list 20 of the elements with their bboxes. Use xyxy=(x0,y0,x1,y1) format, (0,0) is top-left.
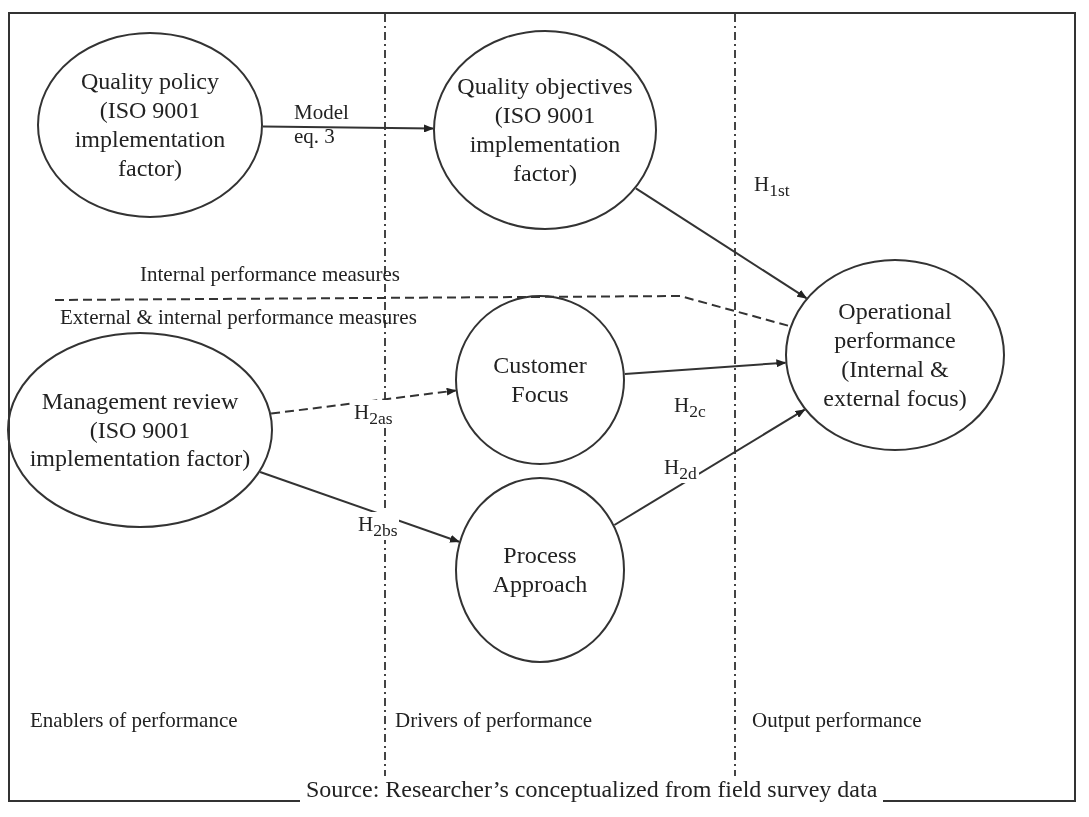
source-caption: Source: Researcher’s conceptualized from field survey data xyxy=(300,776,884,803)
arrow xyxy=(270,387,457,415)
arrow xyxy=(259,471,460,543)
section-label: Drivers of performance xyxy=(395,708,593,733)
ellipse-node: Operational performance (Internal & external focus) xyxy=(785,259,1005,451)
arrow xyxy=(613,408,806,526)
arrow xyxy=(634,187,808,300)
edge-label: H$_{2bs}$ xyxy=(356,512,400,541)
ellipse-node: Customer Focus xyxy=(455,295,625,465)
ellipse-node: Management review (ISO 9001 implementation factor) xyxy=(7,332,273,528)
arrow xyxy=(262,124,434,133)
section-label: Output performance xyxy=(752,708,922,733)
ellipse-node: Quality policy (ISO 9001 implementation factor) xyxy=(37,32,263,218)
ellipse-node: Quality objectives (ISO 9001 implementation factor) xyxy=(433,30,657,230)
ellipse-node: Process Approach xyxy=(455,477,625,663)
arrow xyxy=(623,359,787,375)
section-label: Enablers of performance xyxy=(30,708,238,733)
section-label: Internal performance measures xyxy=(140,262,401,287)
section-label: External & internal performance measures xyxy=(60,305,417,330)
edge-label: Model eq. 3 xyxy=(293,100,350,149)
